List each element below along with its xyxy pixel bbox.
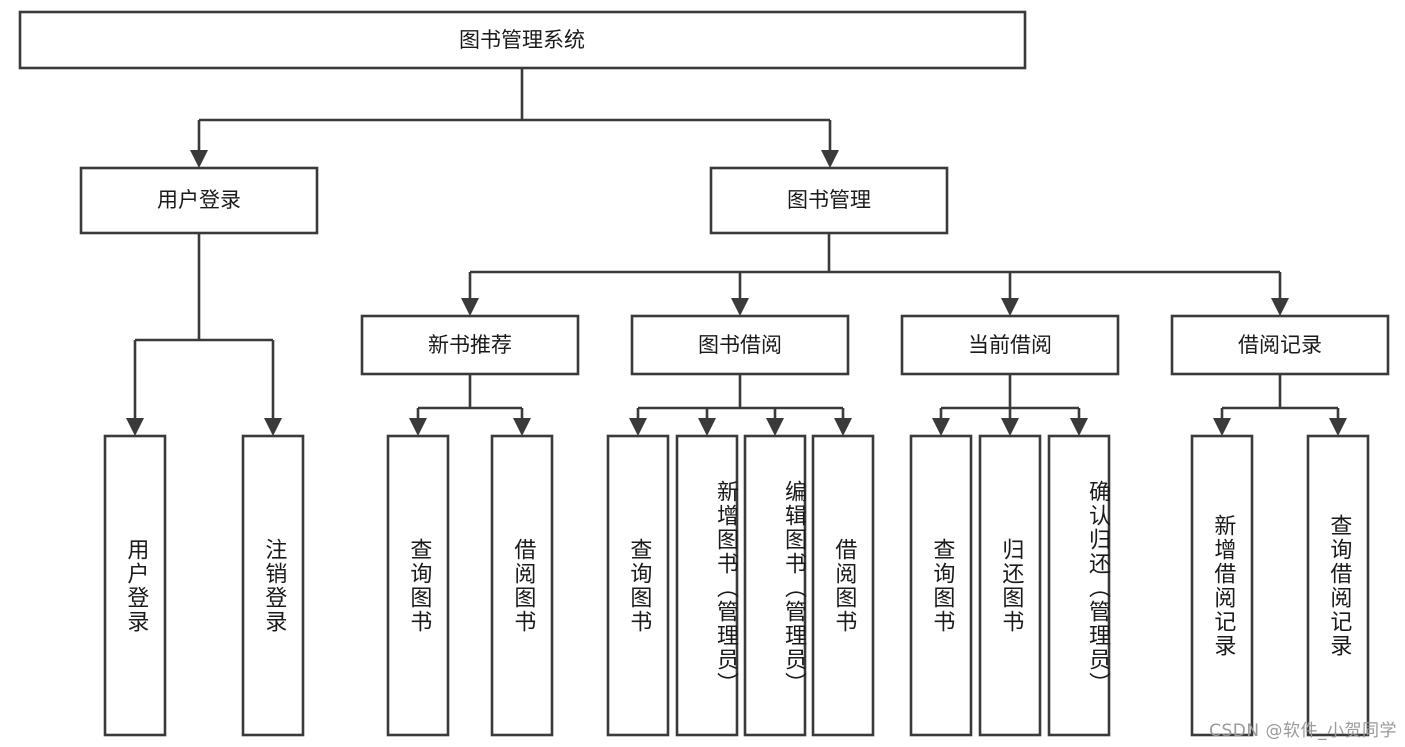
node-user-login-label: 用户登录	[157, 188, 241, 212]
node-book-management-box[interactable]	[709, 166, 949, 235]
arrowhead-bookborrow-leaf1	[629, 418, 647, 436]
node-leaf-borrow-book-1-box[interactable]	[490, 434, 554, 737]
watermark-text: CSDN @软件_小贺同学	[1209, 721, 1397, 741]
node-root-box[interactable]	[18, 10, 1027, 70]
node-root-label: 图书管理系统	[459, 28, 585, 52]
node-leaf-add-record-box[interactable]	[1190, 434, 1254, 737]
node-leaf-confirm-return-box[interactable]	[1047, 434, 1111, 737]
node-leaf-user-logout-box[interactable]	[241, 434, 305, 737]
arrowhead-newbook-leaf1	[409, 418, 427, 436]
arrowhead-bookborrow-leaf2	[698, 418, 716, 436]
node-book-borrow-label: 图书借阅	[698, 333, 782, 357]
node-current-borrow-box[interactable]	[900, 314, 1120, 376]
node-leaf-query-record-box[interactable]	[1306, 434, 1370, 737]
arrowhead-leaf-user-login	[126, 418, 144, 436]
arrowhead-currentborrow-leaf3	[1070, 418, 1088, 436]
arrowhead-borrowrecord	[1271, 298, 1289, 316]
node-user-login-box[interactable]	[79, 166, 319, 235]
arrowhead-currentborrow-leaf2	[1001, 418, 1019, 436]
arrowhead-book-management	[821, 150, 839, 168]
node-leaf-query-book-1-box[interactable]	[386, 434, 450, 737]
arrowhead-newbook	[461, 298, 479, 316]
node-book-management-label: 图书管理	[787, 188, 871, 212]
node-leaf-user-login-box[interactable]	[103, 434, 167, 737]
arrowhead-leaf-user-logout	[264, 418, 282, 436]
node-borrow-record-box[interactable]	[1170, 314, 1390, 376]
node-new-book-recommend-box[interactable]	[360, 314, 580, 376]
arrowhead-bookborrow	[731, 298, 749, 316]
node-book-borrow-box[interactable]	[630, 314, 850, 376]
node-leaf-query-book-2-box[interactable]	[606, 434, 670, 737]
node-borrow-record-label: 借阅记录	[1238, 333, 1322, 357]
arrowhead-bookborrow-leaf3	[766, 418, 784, 436]
arrowhead-currentborrow	[1001, 298, 1019, 316]
node-leaf-query-book-3-box[interactable]	[909, 434, 973, 737]
node-leaf-add-book-box[interactable]	[675, 434, 739, 737]
arrowhead-borrowrecord-leaf2	[1329, 418, 1347, 436]
node-leaf-borrow-book-2-box[interactable]	[811, 434, 875, 737]
arrowhead-currentborrow-leaf1	[932, 418, 950, 436]
arrowhead-bookborrow-leaf4	[834, 418, 852, 436]
node-leaf-return-book-box[interactable]	[978, 434, 1042, 737]
arrowhead-borrowrecord-leaf1	[1213, 418, 1231, 436]
arrowhead-user-login	[190, 150, 208, 168]
arrowhead-newbook-leaf2	[513, 418, 531, 436]
node-new-book-recommend-label: 新书推荐	[428, 333, 512, 357]
node-leaf-edit-book-box[interactable]	[743, 434, 807, 737]
node-current-borrow-label: 当前借阅	[968, 333, 1052, 357]
